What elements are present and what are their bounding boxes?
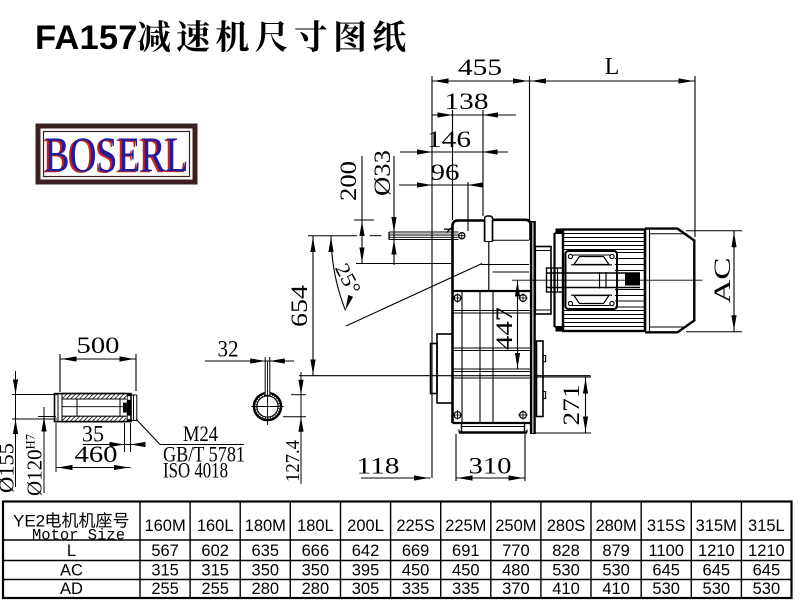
svg-text:567: 567 [151,542,179,560]
svg-text:200L: 200L [347,517,384,535]
svg-text:1100: 1100 [648,542,683,560]
svg-text:35: 35 [82,422,104,447]
svg-text:250M: 250M [495,517,536,535]
svg-text:635: 635 [252,542,280,560]
svg-text:AC: AC [60,562,83,580]
svg-text:315S: 315S [647,517,686,535]
svg-text:160M: 160M [144,517,185,535]
svg-text:480: 480 [502,562,530,580]
svg-text:645: 645 [703,562,731,580]
svg-text:530: 530 [602,562,630,580]
svg-text:Ø33: Ø33 [370,150,395,196]
svg-text:645: 645 [652,562,680,580]
svg-text:691: 691 [452,542,480,560]
svg-text:1210: 1210 [748,542,785,560]
svg-text:255: 255 [201,580,229,598]
svg-text:225S: 225S [396,517,435,535]
svg-text:Ø120H7: Ø120H7 [23,434,47,496]
svg-text:828: 828 [552,542,580,560]
svg-text:645: 645 [753,562,781,580]
svg-text:AD: AD [60,580,83,598]
svg-text:500: 500 [77,333,120,358]
svg-text:96: 96 [431,160,460,185]
svg-text:410: 410 [602,580,630,598]
svg-text:271: 271 [559,385,584,426]
svg-text:GB/T 5781: GB/T 5781 [163,442,245,467]
svg-text:180L: 180L [297,517,334,535]
svg-text:370: 370 [502,580,530,598]
svg-text:127.4: 127.4 [283,440,304,482]
svg-text:666: 666 [302,542,330,560]
svg-text:138: 138 [445,89,489,114]
svg-text:Ø155: Ø155 [0,443,19,493]
svg-text:280: 280 [252,580,280,598]
svg-text:280S: 280S [547,517,586,535]
svg-text:32: 32 [218,337,239,362]
svg-text:225M: 225M [445,517,486,535]
svg-text:410: 410 [552,580,580,598]
svg-text:315L: 315L [748,517,785,535]
svg-text:M24: M24 [183,421,218,446]
svg-text:455: 455 [458,55,502,80]
svg-text:YE2: YE2 [13,512,45,531]
svg-text:1210: 1210 [698,542,735,560]
svg-text:255: 255 [151,580,179,598]
svg-text:530: 530 [753,580,781,598]
svg-text:ISO 4018: ISO 4018 [163,458,228,483]
svg-text:146: 146 [427,127,471,152]
svg-text:335: 335 [402,580,430,598]
svg-text:L: L [605,54,620,80]
svg-text:280M: 280M [595,517,636,535]
svg-text:280: 280 [302,580,330,598]
svg-text:450: 450 [452,562,480,580]
svg-text:879: 879 [602,542,630,560]
svg-text:L: L [67,542,76,560]
svg-text:654: 654 [287,284,312,327]
svg-text:FA157: FA157 [35,19,138,57]
svg-text:530: 530 [552,562,580,580]
svg-text:602: 602 [201,542,229,560]
svg-text:642: 642 [352,542,380,560]
svg-text:315M: 315M [696,517,737,535]
svg-text:350: 350 [252,562,280,580]
svg-text:530: 530 [652,580,680,598]
svg-text:AC: AC [710,258,735,304]
svg-text:200: 200 [336,161,361,201]
svg-text:395: 395 [352,562,380,580]
svg-text:335: 335 [452,580,480,598]
svg-text:770: 770 [502,542,530,560]
svg-text:669: 669 [402,542,430,560]
svg-text:BOSERL: BOSERL [43,127,187,183]
svg-text:160L: 160L [197,517,234,535]
svg-text:315: 315 [151,562,179,580]
svg-text:530: 530 [703,580,731,598]
svg-text:305: 305 [352,580,380,598]
svg-text:118: 118 [357,454,400,479]
svg-text:315: 315 [201,562,229,580]
svg-text:180M: 180M [245,517,286,535]
svg-text:310: 310 [469,454,512,479]
svg-text:447: 447 [492,307,517,350]
svg-text:350: 350 [302,562,330,580]
svg-text:BOSERL: BOSERL [45,126,189,182]
svg-text:460: 460 [75,442,118,467]
svg-text:450: 450 [402,562,430,580]
svg-text:Motor Size: Motor Size [32,527,125,545]
